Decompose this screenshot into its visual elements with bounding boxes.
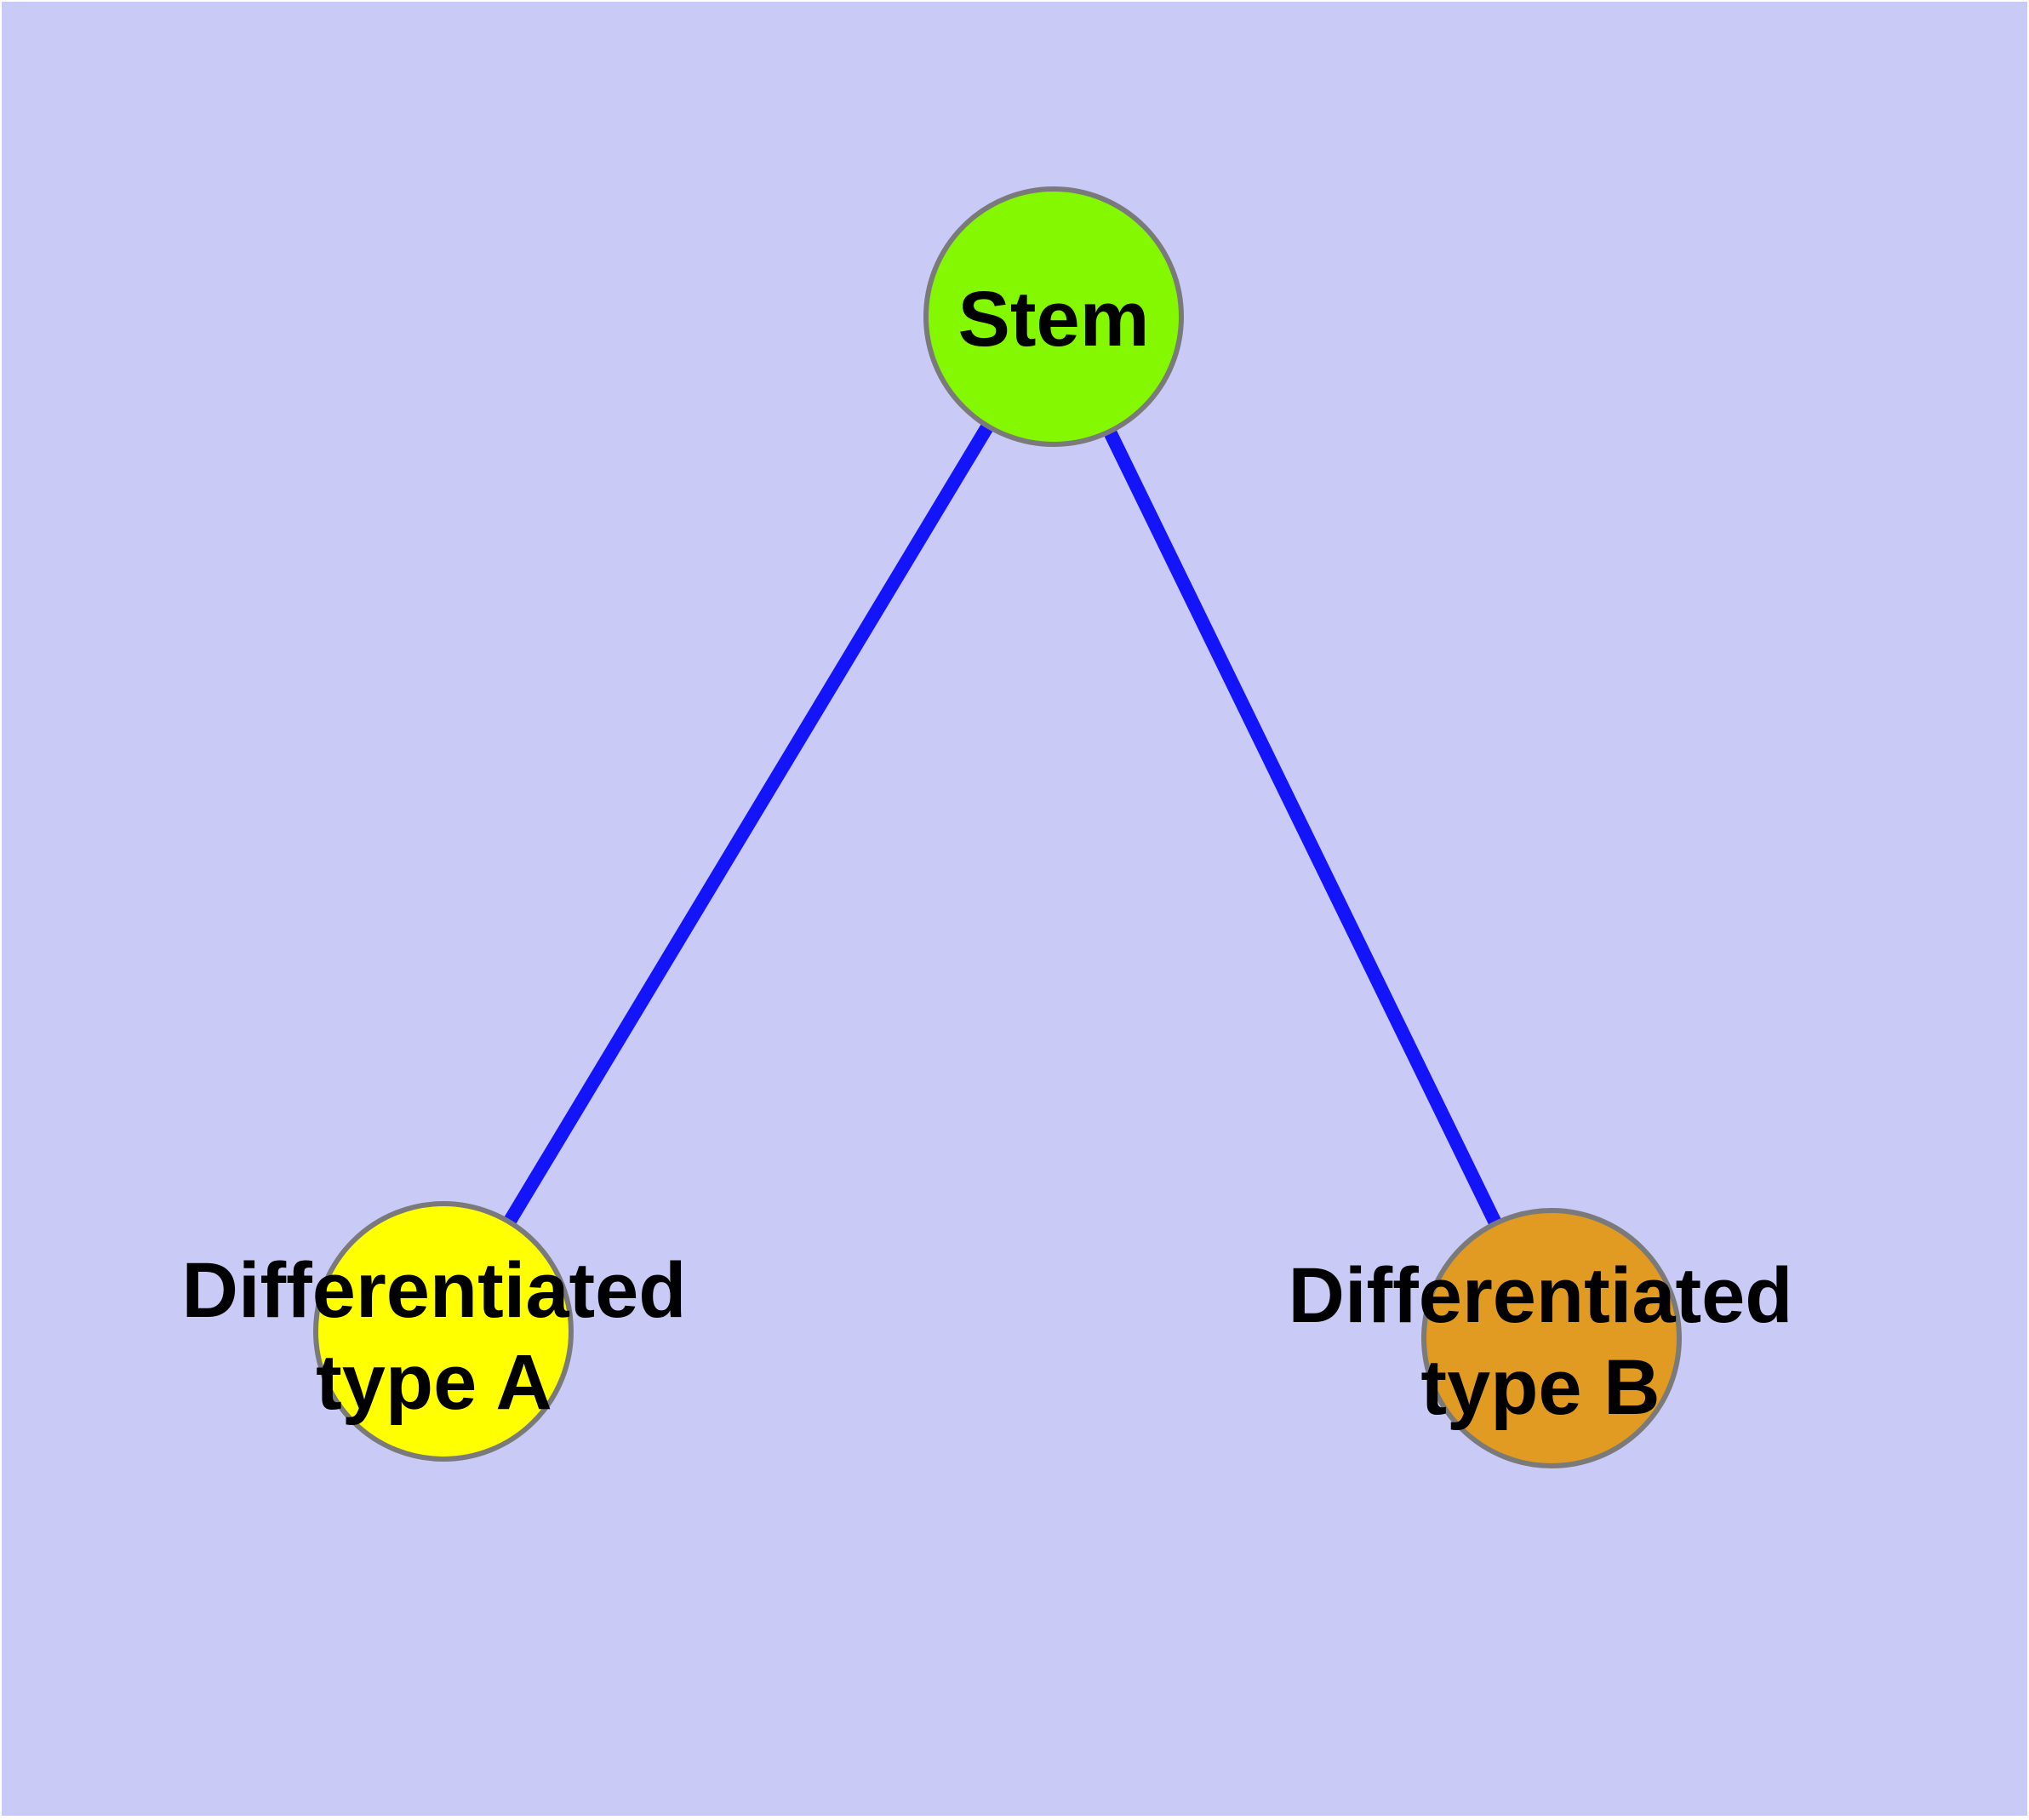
node-type-a-label-line1: Differentiated <box>182 1247 687 1334</box>
node-stem-label: Stem <box>958 276 1150 363</box>
node-type-b-label-line1: Differentiated <box>1289 1252 1793 1339</box>
node-type-a-circle <box>313 1201 574 1462</box>
node-type-b-circle <box>1421 1208 1682 1468</box>
node-stem-circle <box>923 186 1184 447</box>
edge-stem-to-type-a <box>437 312 1060 1336</box>
node-type-a-label-line2: type A <box>316 1339 552 1426</box>
node-type-b-label-line2: type B <box>1420 1344 1660 1431</box>
edge-stem-to-type-b <box>1047 313 1558 1342</box>
